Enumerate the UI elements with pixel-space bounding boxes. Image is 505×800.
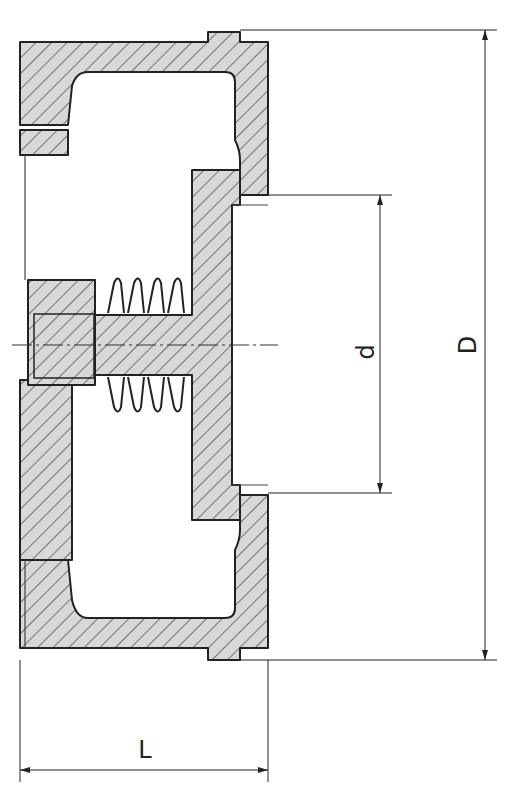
spring-coil <box>128 279 144 314</box>
dimension-label: D <box>456 336 480 354</box>
dimension-line <box>20 770 268 771</box>
body-left-segment <box>20 130 68 155</box>
dimension-label: L <box>138 738 151 762</box>
dimension-label: d <box>354 344 378 359</box>
spring-coil <box>108 377 124 412</box>
spring-coil <box>148 377 164 412</box>
spring-coil <box>168 377 184 412</box>
extension-line <box>20 660 21 782</box>
spring-coil <box>148 279 164 314</box>
center-line <box>12 345 278 346</box>
dimension-line <box>380 195 381 493</box>
opening-edge <box>24 155 25 280</box>
extension-line <box>240 30 497 31</box>
spring-coil <box>128 377 144 412</box>
extension-line <box>268 195 392 196</box>
spring-coil <box>168 279 184 314</box>
extension-line <box>268 493 392 494</box>
extension-line <box>268 660 269 782</box>
spring-coil <box>108 279 124 314</box>
dimension-line <box>485 30 486 660</box>
body-lower-left <box>20 380 72 560</box>
opening-edge <box>24 560 25 648</box>
extension-line <box>240 660 497 661</box>
seat-line <box>232 204 268 205</box>
seat-line <box>232 484 268 485</box>
guide-hub <box>28 280 95 385</box>
stem-end <box>34 314 94 378</box>
